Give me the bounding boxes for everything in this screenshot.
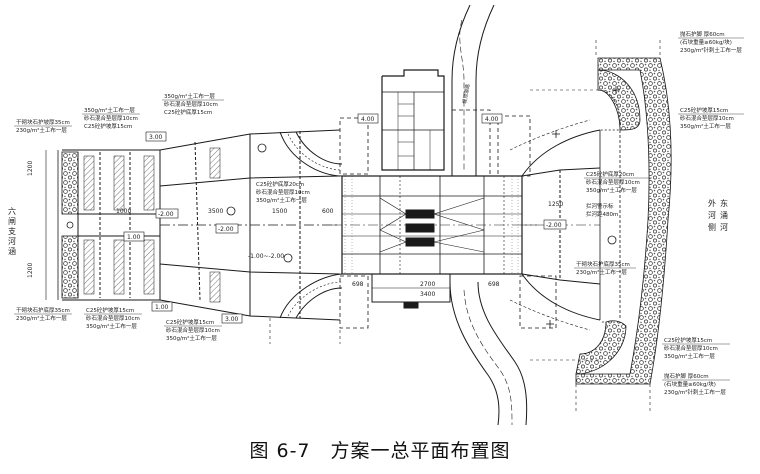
markers bbox=[66, 143, 617, 263]
right-label-char: 河 bbox=[708, 210, 716, 220]
note: C25砼护底厚20cm bbox=[256, 180, 304, 188]
river-name-char: 涵 bbox=[8, 247, 16, 256]
road-boxes bbox=[339, 109, 557, 329]
elevation-label: 1.00 bbox=[127, 234, 141, 241]
cross-marks bbox=[546, 86, 620, 328]
site-plan-drawing: 六 闸 支 河 涵 1200 1200 1000 3500 1500 600 6… bbox=[8, 4, 744, 426]
elevation-label: -2.00 bbox=[546, 222, 562, 229]
note: 350g/m²土工布一层 bbox=[256, 196, 307, 204]
dim-3400: 3400 bbox=[420, 291, 435, 298]
note: 干砌块石护底厚35cm bbox=[576, 260, 630, 268]
right-label-char: 涌 bbox=[720, 210, 728, 220]
right-label-char: 侧 bbox=[708, 222, 716, 232]
note: 230g/m²土工布一层 bbox=[16, 126, 67, 134]
note: 350g/m²土工布一层 bbox=[586, 186, 637, 194]
note: 350g/m²土工布一层 bbox=[664, 352, 715, 360]
note: 230g/m²土工布一层 bbox=[16, 314, 67, 322]
bottom-structure bbox=[371, 273, 451, 309]
right-label-char: 河 bbox=[720, 222, 728, 232]
right-label-char: 东 bbox=[720, 198, 728, 208]
dim-698-right: 698 bbox=[488, 281, 500, 288]
dim-600: 600 bbox=[322, 208, 334, 215]
elevation-label: 3.00 bbox=[149, 134, 163, 141]
note: 拦河距480m bbox=[586, 210, 618, 218]
note: C25砼护坡厚15cm bbox=[86, 306, 134, 314]
note: C25砼护底厚15cm bbox=[164, 108, 212, 116]
figure-caption: 图 6-7 方案一总平面布置图 bbox=[249, 440, 511, 462]
river-name-char: 六 bbox=[8, 206, 16, 216]
note: 砂石混合垫层厚10cm bbox=[164, 100, 218, 108]
left-vertical-labels: 六 闸 支 河 涵 1200 1200 bbox=[8, 161, 34, 278]
left-dim-top: 1200 bbox=[27, 161, 34, 176]
note: C25砼护坡厚15cm bbox=[166, 318, 214, 326]
right-label-char: 外 bbox=[708, 198, 716, 208]
note: 砂石混合垫层厚10cm bbox=[664, 344, 718, 352]
note: C25砼护底厚20cm bbox=[586, 170, 634, 178]
right-vertical-labels: 外 河 侧 东 涌 河 bbox=[708, 198, 728, 232]
note: 230g/m²针刺土工布一层 bbox=[664, 388, 726, 396]
elevation-labels: 3.00 1.00 -2.00 -2.00 -1.00~-2.00 4.00 4… bbox=[123, 113, 567, 324]
elevation-label: -1.00~-2.00 bbox=[248, 253, 284, 260]
note: 抛石护脚 厚60cm bbox=[664, 372, 709, 380]
note: 拦河警示标 bbox=[586, 202, 614, 210]
note: 砂石混合垫层厚10cm bbox=[256, 188, 310, 196]
dim-3500: 3500 bbox=[208, 208, 223, 215]
right-rock-revetment bbox=[575, 57, 672, 385]
dimension-labels: 1000 3500 1500 600 698 2700 698 3400 125… bbox=[116, 201, 563, 298]
elevation-label: 3.00 bbox=[225, 316, 239, 323]
left-wing-walls bbox=[279, 131, 343, 319]
note: C25砼护坡厚15cm bbox=[664, 336, 712, 344]
river-name-char: 支 bbox=[8, 226, 16, 236]
sluice-structure bbox=[332, 175, 540, 275]
note: 350g/m²土工布一层 bbox=[84, 106, 135, 114]
dashed-guides bbox=[269, 40, 661, 412]
dim-2700: 2700 bbox=[420, 281, 435, 288]
left-forebay bbox=[62, 149, 161, 301]
note: (石块重量≥60kg/块) bbox=[664, 380, 716, 388]
note: 350g/m²土工布一层 bbox=[166, 334, 217, 342]
note: 干砌块石护坡厚35cm bbox=[16, 118, 70, 126]
north-channel bbox=[451, 4, 495, 176]
note: 230g/m²土工布一层 bbox=[576, 268, 627, 276]
elevation-label: 1.00 bbox=[155, 304, 169, 311]
note: C25砼护坡厚15cm bbox=[84, 122, 132, 130]
left-transition bbox=[159, 129, 341, 321]
callout-notes: 干砌块石护坡厚35cm 230g/m²土工布一层 350g/m²土工布一层 砂石… bbox=[14, 30, 744, 396]
south-channel bbox=[449, 281, 528, 426]
note: 350g/m²土工布一层 bbox=[86, 322, 137, 330]
river-name-char: 闸 bbox=[8, 217, 16, 226]
note: 砂石混合垫层厚10cm bbox=[166, 326, 220, 334]
note: 砂石混合垫层厚10cm bbox=[586, 178, 640, 186]
note: 350g/m²土工布一层 bbox=[164, 92, 215, 100]
road-label: 堤顶道路 bbox=[461, 83, 471, 104]
note: 干砌块石护底厚35cm bbox=[16, 306, 70, 314]
dim-698-left: 698 bbox=[352, 281, 364, 288]
dim-1000: 1000 bbox=[116, 208, 131, 215]
elevation-label: -2.00 bbox=[218, 226, 234, 233]
elevation-label: 4.00 bbox=[361, 116, 375, 123]
note: C25砼护坡厚15cm bbox=[680, 106, 728, 114]
note: 230g/m²针刺土工布一层 bbox=[680, 46, 742, 54]
elevation-label: -2.00 bbox=[158, 211, 174, 218]
dim-1500: 1500 bbox=[272, 208, 287, 215]
note: 抛石护脚 厚60cm bbox=[680, 30, 725, 38]
control-building bbox=[381, 69, 445, 171]
dim-1250: 1250 bbox=[548, 201, 563, 208]
note: 砂石混合垫层厚10cm bbox=[86, 314, 140, 322]
note: 350g/m²土工布一层 bbox=[680, 122, 731, 130]
elevation-label: 4.00 bbox=[485, 116, 499, 123]
note: 砂石混合垫层厚10cm bbox=[84, 114, 138, 122]
left-dim-bottom: 1200 bbox=[27, 263, 34, 278]
note: (石块重量≥60kg/块) bbox=[680, 38, 732, 46]
river-name-char: 河 bbox=[8, 236, 16, 246]
note: 砂石混合垫层厚10cm bbox=[680, 114, 734, 122]
right-apron bbox=[509, 119, 601, 331]
